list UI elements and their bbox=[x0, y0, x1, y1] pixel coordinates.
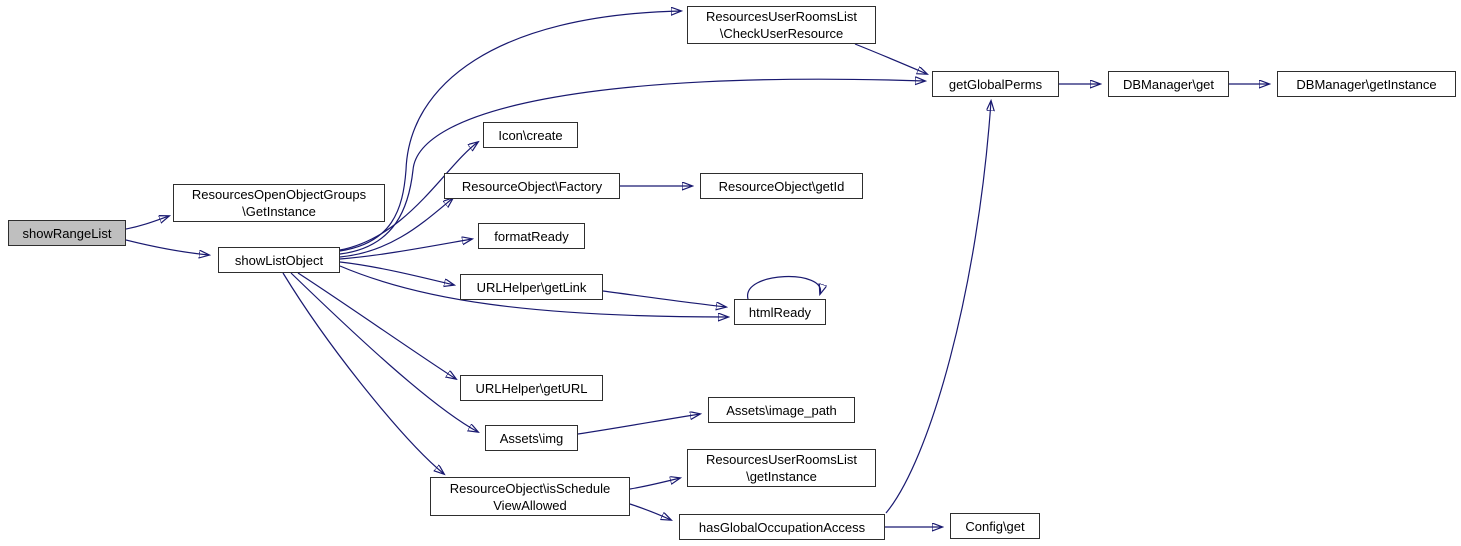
edge-show-list-object-to-assets-img bbox=[290, 272, 478, 432]
node-show-range-list: showRangeList bbox=[8, 220, 126, 246]
edge-resource-object-is-schedule-view-allowed-to-resources-user-rooms-list-get-instance bbox=[629, 478, 680, 490]
node-resource-object-is-schedule-view-allowed[interactable]: ResourceObject\isSchedule ViewAllowed bbox=[430, 477, 630, 516]
node-dbmanager-get[interactable]: DBManager\get bbox=[1108, 71, 1229, 97]
edge-has-global-occupation-access-to-get-global-perms bbox=[885, 101, 991, 514]
node-resource-object-get-id[interactable]: ResourceObject\getId bbox=[700, 173, 863, 199]
node-format-ready[interactable]: formatReady bbox=[478, 223, 585, 249]
node-url-helper-get-url[interactable]: URLHelper\getURL bbox=[460, 375, 603, 401]
node-show-list-object[interactable]: showListObject bbox=[218, 247, 340, 273]
node-resources-user-rooms-list-get-instance[interactable]: ResourcesUserRoomsList \getInstance bbox=[687, 449, 876, 487]
edge-assets-img-to-assets-image-path bbox=[577, 414, 700, 435]
node-icon-create[interactable]: Icon\create bbox=[483, 122, 578, 148]
edge-show-range-list-to-show-list-object bbox=[125, 239, 209, 255]
edge-show-list-object-to-html-ready bbox=[339, 265, 728, 317]
edge-html-ready-self-loop bbox=[747, 276, 821, 300]
node-resources-user-rooms-list-check-user-resource[interactable]: ResourcesUserRoomsList \CheckUserResourc… bbox=[687, 6, 876, 44]
node-resources-open-object-groups-get-instance[interactable]: ResourcesOpenObjectGroups \GetInstance bbox=[173, 184, 385, 222]
node-dbmanager-get-instance[interactable]: DBManager\getInstance bbox=[1277, 71, 1456, 97]
edge-show-list-object-to-resource-object-is-schedule-view-allowed bbox=[282, 272, 444, 474]
edge-resource-object-is-schedule-view-allowed-to-has-global-occupation-access bbox=[629, 503, 671, 520]
node-get-global-perms[interactable]: getGlobalPerms bbox=[932, 71, 1059, 97]
edge-show-range-list-to-resources-open-object-groups-get-instance bbox=[125, 216, 169, 230]
node-url-helper-get-link[interactable]: URLHelper\getLink bbox=[460, 274, 603, 300]
node-resource-object-factory[interactable]: ResourceObject\Factory bbox=[444, 173, 620, 199]
node-has-global-occupation-access[interactable]: hasGlobalOccupationAccess bbox=[679, 514, 885, 540]
edge-show-list-object-to-url-helper-get-url bbox=[297, 272, 456, 379]
node-config-get[interactable]: Config\get bbox=[950, 513, 1040, 539]
edge-show-list-object-to-resource-object-factory bbox=[339, 198, 453, 258]
node-assets-img[interactable]: Assets\img bbox=[485, 425, 578, 451]
node-assets-image-path[interactable]: Assets\image_path bbox=[708, 397, 855, 423]
edge-show-list-object-to-format-ready bbox=[339, 239, 472, 260]
edge-show-list-object-to-resources-user-rooms-list-check-user-resource bbox=[339, 11, 681, 252]
edge-url-helper-get-link-to-html-ready bbox=[602, 290, 726, 307]
edge-show-list-object-to-get-global-perms bbox=[339, 79, 925, 255]
edge-resources-user-rooms-list-check-user-resource-to-get-global-perms bbox=[854, 43, 927, 74]
edge-show-list-object-to-icon-create bbox=[339, 142, 478, 251]
node-html-ready[interactable]: htmlReady bbox=[734, 299, 826, 325]
edge-show-list-object-to-url-helper-get-link bbox=[339, 261, 454, 285]
